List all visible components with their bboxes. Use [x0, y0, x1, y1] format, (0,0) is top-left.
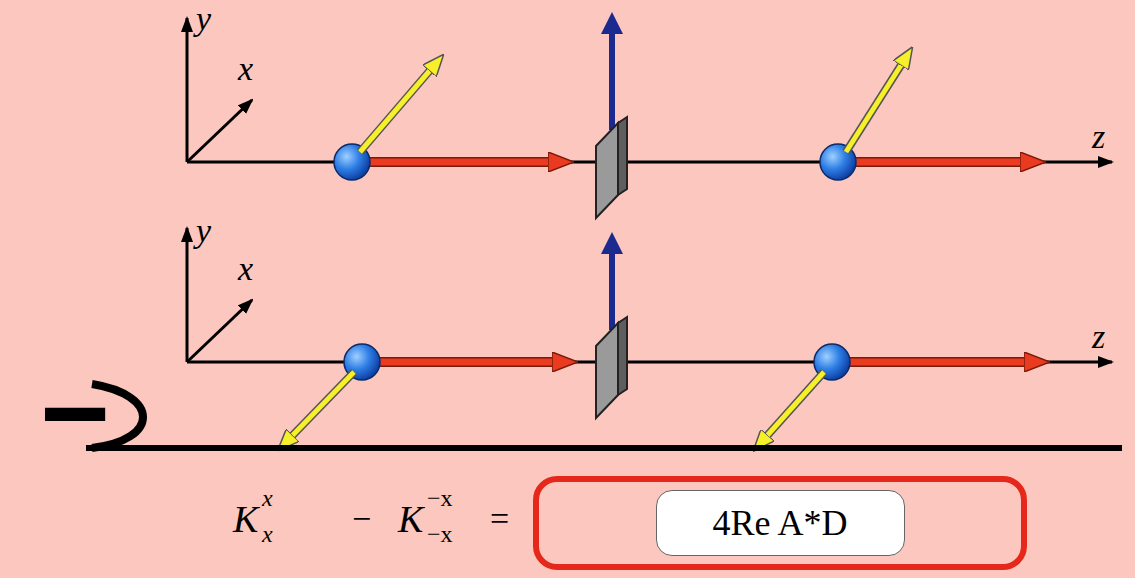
math-symbol: K: [398, 500, 423, 538]
minus-sign: −: [40, 352, 110, 472]
axis-label: x: [238, 252, 253, 286]
math-superscript: x: [262, 486, 273, 510]
math-operator: =: [490, 502, 509, 536]
math-subscript: x: [262, 522, 273, 546]
axes: [187, 18, 1112, 362]
result-box: 4Re A*D: [533, 476, 1027, 570]
result-formula: 4Re A*D: [656, 490, 905, 556]
particle-sphere: [334, 144, 856, 380]
target-plate: [596, 117, 627, 418]
math-superscript: −x: [427, 486, 453, 510]
axis-label: z: [1092, 120, 1105, 154]
momentum-arrow: [368, 162, 1028, 362]
axis-label: y: [196, 2, 211, 36]
axis-label: y: [196, 214, 211, 248]
math-symbol: K: [233, 500, 258, 538]
spin-arrow: [290, 62, 903, 438]
math-subscript: −x: [427, 522, 453, 546]
axis-label: x: [238, 52, 253, 86]
axis-label: z: [1092, 320, 1105, 354]
subtraction-line: [86, 445, 1122, 451]
math-operator: −: [352, 502, 371, 536]
